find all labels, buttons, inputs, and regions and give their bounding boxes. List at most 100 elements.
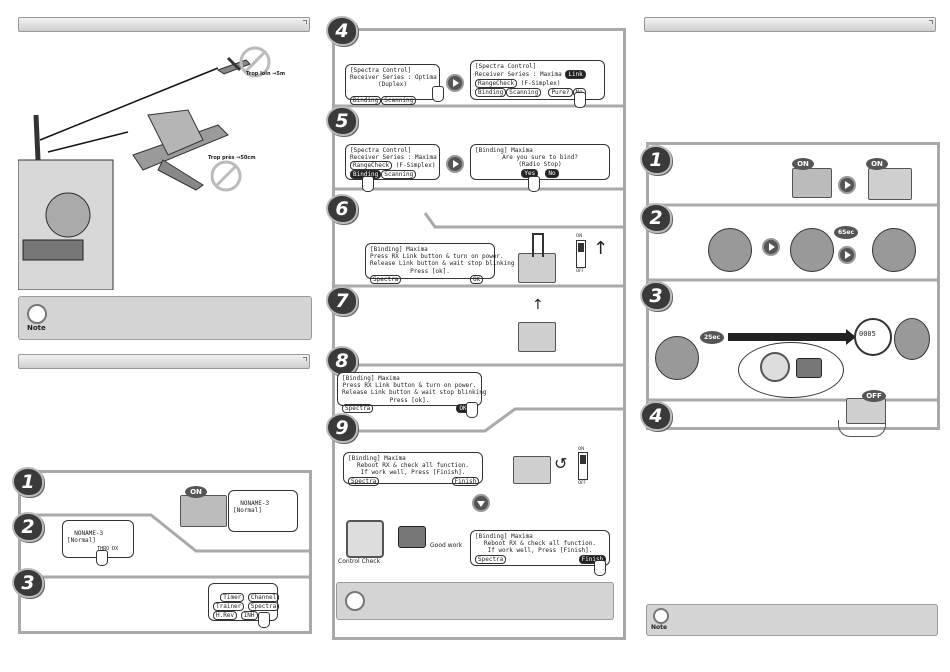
mid-step-number-6: 6 — [326, 194, 358, 224]
receiver-closeup-1 — [708, 228, 752, 272]
mid-step-number-8: 8 — [326, 346, 358, 376]
right-step-number-4: 4 — [640, 401, 672, 431]
binding-button[interactable]: Binding — [350, 95, 382, 105]
transmitter-image — [180, 495, 227, 527]
model-name-2: NONAME-3 — [74, 530, 104, 538]
power-switch-icon — [576, 240, 586, 268]
unplug-arrow-icon: ↑ — [532, 297, 544, 313]
receiver-image — [518, 253, 556, 283]
bind-plug-icon — [532, 233, 544, 257]
left-step-number-2: 2 — [12, 512, 44, 542]
menu-inh-button[interactable]: INH — [240, 611, 258, 621]
right-step-number-3: 3 — [640, 281, 672, 311]
menu-channel-button[interactable]: Channel — [247, 593, 280, 603]
receiver-image-5 — [846, 398, 886, 424]
receiver-closeup-5 — [894, 318, 930, 360]
spectra-button-4[interactable]: Spectra — [475, 554, 507, 564]
finish-button[interactable]: Finish — [451, 476, 480, 486]
right-note-box: Note — [646, 604, 938, 636]
model-mode-2: [Normal] — [67, 537, 96, 545]
down-arrow-icon — [472, 494, 490, 512]
hand-pointer-icon-2 — [258, 612, 270, 628]
model-screen-zoom: NONAME-3 [Normal] — [228, 490, 298, 532]
pure-popup: Pure? — [548, 88, 573, 98]
up-arrow-icon: ↑ — [593, 238, 609, 259]
right-arrow-icon-5 — [838, 246, 856, 264]
model-mode: [Normal] — [233, 507, 262, 515]
step8-binding-screen: [Binding] Maxima Press RX Link button & … — [337, 372, 487, 413]
finish-button-2[interactable]: Finish — [578, 554, 607, 564]
model-name: NONAME-3 — [240, 500, 270, 508]
servo-image — [398, 526, 426, 548]
time-arrow-icon — [728, 333, 848, 341]
hand-pointer-icon-7 — [466, 402, 478, 418]
on-badge-icon-3: ON — [866, 158, 888, 170]
receiver-image-3 — [513, 456, 551, 484]
menu-trainer-button[interactable]: Trainer — [213, 602, 245, 612]
right-step-number-1: 1 — [640, 145, 672, 175]
menu-timer-button[interactable]: Timer — [220, 593, 245, 603]
mid-step-number-5: 5 — [326, 106, 358, 136]
hand-pointer-icon-3 — [432, 86, 444, 102]
switch-off-label-2: OFF — [578, 480, 586, 485]
model-labels: THRO DX — [97, 545, 119, 552]
servo-control-oval — [738, 342, 844, 398]
scanning-button[interactable]: Scanning — [381, 95, 417, 105]
range-check-button-2[interactable]: RangeCheck — [350, 161, 393, 171]
binding-button-2[interactable]: Binding — [475, 88, 507, 98]
right-arrow-icon-4 — [762, 238, 780, 256]
hand-pointer-icon-8 — [594, 560, 606, 576]
ok-button[interactable]: OK — [469, 274, 484, 284]
stopwatch-value: 0005 — [859, 330, 876, 338]
good-work-label: Good work — [430, 542, 463, 549]
step9-reboot-screen: [Binding] Maxima Reboot RX & check all f… — [343, 452, 483, 486]
badge-6sec: 6Sec — [834, 226, 858, 239]
step5-screen-maxima: [Spectra Control] Receiver Series : Maxi… — [345, 144, 440, 180]
warning-icon — [345, 591, 365, 611]
scanning-button-2[interactable]: Scanning — [506, 88, 542, 98]
menu-spectra-button[interactable]: Spectra — [247, 602, 280, 612]
cycle-arrow-icon: ↺ — [554, 454, 568, 473]
right-arrow-icon-3 — [838, 176, 856, 194]
left-header-bar-2 — [18, 354, 310, 369]
step5-confirm-screen: [Binding] Maxima Are you sure to bind?(R… — [470, 144, 610, 180]
mid-step-number-4: 4 — [326, 16, 358, 46]
scanning-button-3[interactable]: Scanning — [381, 170, 417, 180]
spectra-button-3[interactable]: Spectra — [348, 476, 380, 486]
right-header-bar — [644, 17, 936, 32]
hand-pointer-icon-6 — [528, 176, 540, 192]
note-icon — [27, 304, 47, 324]
receiver-closeup-2 — [790, 228, 834, 272]
left-step-number-1: 1 — [12, 467, 44, 497]
middle-note-box — [336, 582, 614, 620]
range-near-label: Trop près ⇒50cm — [208, 155, 256, 161]
right-step-dividers — [649, 203, 937, 402]
right-arrow-icon — [446, 74, 464, 92]
step9-finish-screen: [Binding] Maxima Reboot RX & check all f… — [470, 530, 610, 566]
transmitter-image-2 — [792, 168, 832, 198]
mid-step-number-9: 9 — [326, 413, 358, 443]
receiver-closeup-4 — [655, 336, 699, 380]
hand-pointer-icon-5 — [362, 176, 374, 192]
stopwatch-icon — [854, 318, 892, 356]
note-label: Note — [27, 324, 46, 332]
receiver-image-2 — [518, 322, 556, 352]
cable-icon — [838, 420, 886, 437]
control-stick-icon — [760, 352, 790, 382]
range-check-button[interactable]: RangeCheck — [475, 79, 518, 89]
on-badge-icon: ON — [185, 486, 207, 498]
spectra-button-2[interactable]: Spectra — [342, 403, 374, 413]
time-arrow-head-icon — [846, 329, 856, 345]
receiver-closeup-3 — [872, 228, 916, 272]
on-badge-icon-2: ON — [792, 158, 814, 170]
step-dividers — [21, 513, 309, 579]
badge-2sec: 2Sec — [700, 331, 724, 344]
spectra-button[interactable]: Spectra — [370, 274, 402, 284]
switch-off-label: OFF — [576, 268, 584, 273]
no-button-2[interactable]: No — [545, 168, 559, 178]
control-check-image — [346, 520, 384, 558]
note-label-2: Note — [651, 624, 668, 631]
link-button[interactable]: Link — [565, 70, 586, 80]
menu-hrev-button[interactable]: H.Rev — [213, 611, 238, 621]
range-far-label: Trop loin ⇒5m — [246, 71, 286, 77]
